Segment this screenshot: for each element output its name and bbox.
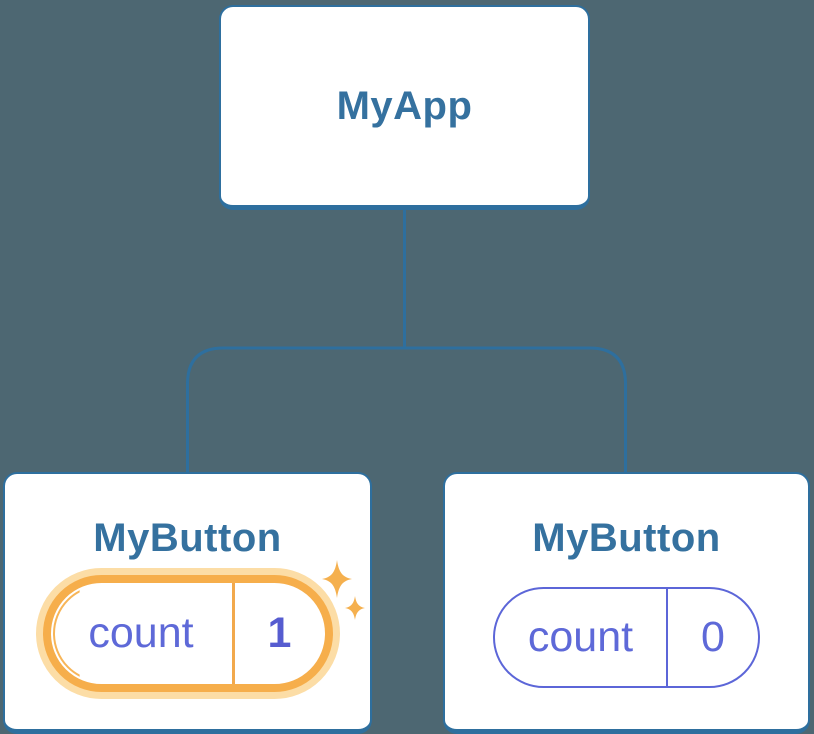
state-key-label: count bbox=[88, 609, 194, 657]
state-pill-row: count 1 bbox=[5, 568, 370, 699]
state-pill-highlighted: count 1 bbox=[42, 575, 333, 692]
component-card-root: MyApp bbox=[219, 5, 590, 210]
children-bracket-line bbox=[186, 346, 627, 474]
child-component-label: MyButton bbox=[532, 516, 721, 560]
component-card-button-highlighted: MyButton count 1 bbox=[3, 472, 372, 734]
state-pill-highlight-halo: count 1 bbox=[35, 568, 340, 699]
child-component-label: MyButton bbox=[93, 516, 282, 560]
sparkle-large-icon bbox=[322, 560, 352, 598]
root-component-label: MyApp bbox=[336, 84, 473, 128]
component-card-button-plain: MyButton count 0 bbox=[443, 472, 810, 734]
state-key-label: count bbox=[527, 613, 634, 661]
state-value-label: 1 bbox=[231, 583, 325, 684]
state-pill-plain: count 0 bbox=[493, 587, 760, 688]
sparkles-icon bbox=[322, 560, 365, 620]
sparkle-small-icon bbox=[345, 596, 365, 620]
state-pill-row: count 0 bbox=[445, 587, 808, 688]
state-value-label: 0 bbox=[666, 589, 758, 686]
